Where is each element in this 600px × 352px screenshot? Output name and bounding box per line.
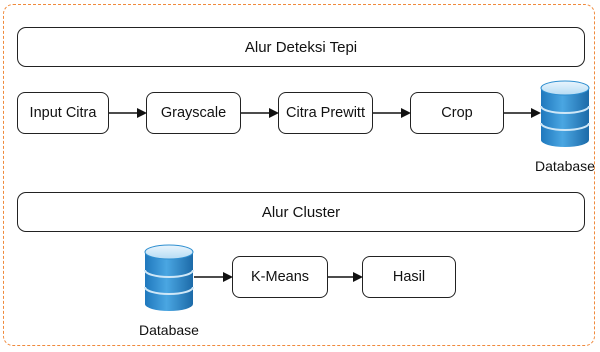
database-label-edge: Database <box>535 158 595 174</box>
node-citra-prewitt: Citra Prewitt <box>278 92 373 134</box>
database-icon <box>540 80 590 147</box>
database-label-cluster: Database <box>139 322 199 338</box>
section-banner-cluster: Alur Cluster <box>17 192 585 232</box>
node-crop: Crop <box>410 92 504 134</box>
node-hasil: Hasil <box>362 256 456 298</box>
database-icon <box>144 244 194 311</box>
section-banner-edge: Alur Deteksi Tepi <box>17 27 585 67</box>
outer-dashed-frame <box>3 4 595 346</box>
node-k-means: K-Means <box>232 256 328 298</box>
node-input-citra: Input Citra <box>17 92 109 134</box>
